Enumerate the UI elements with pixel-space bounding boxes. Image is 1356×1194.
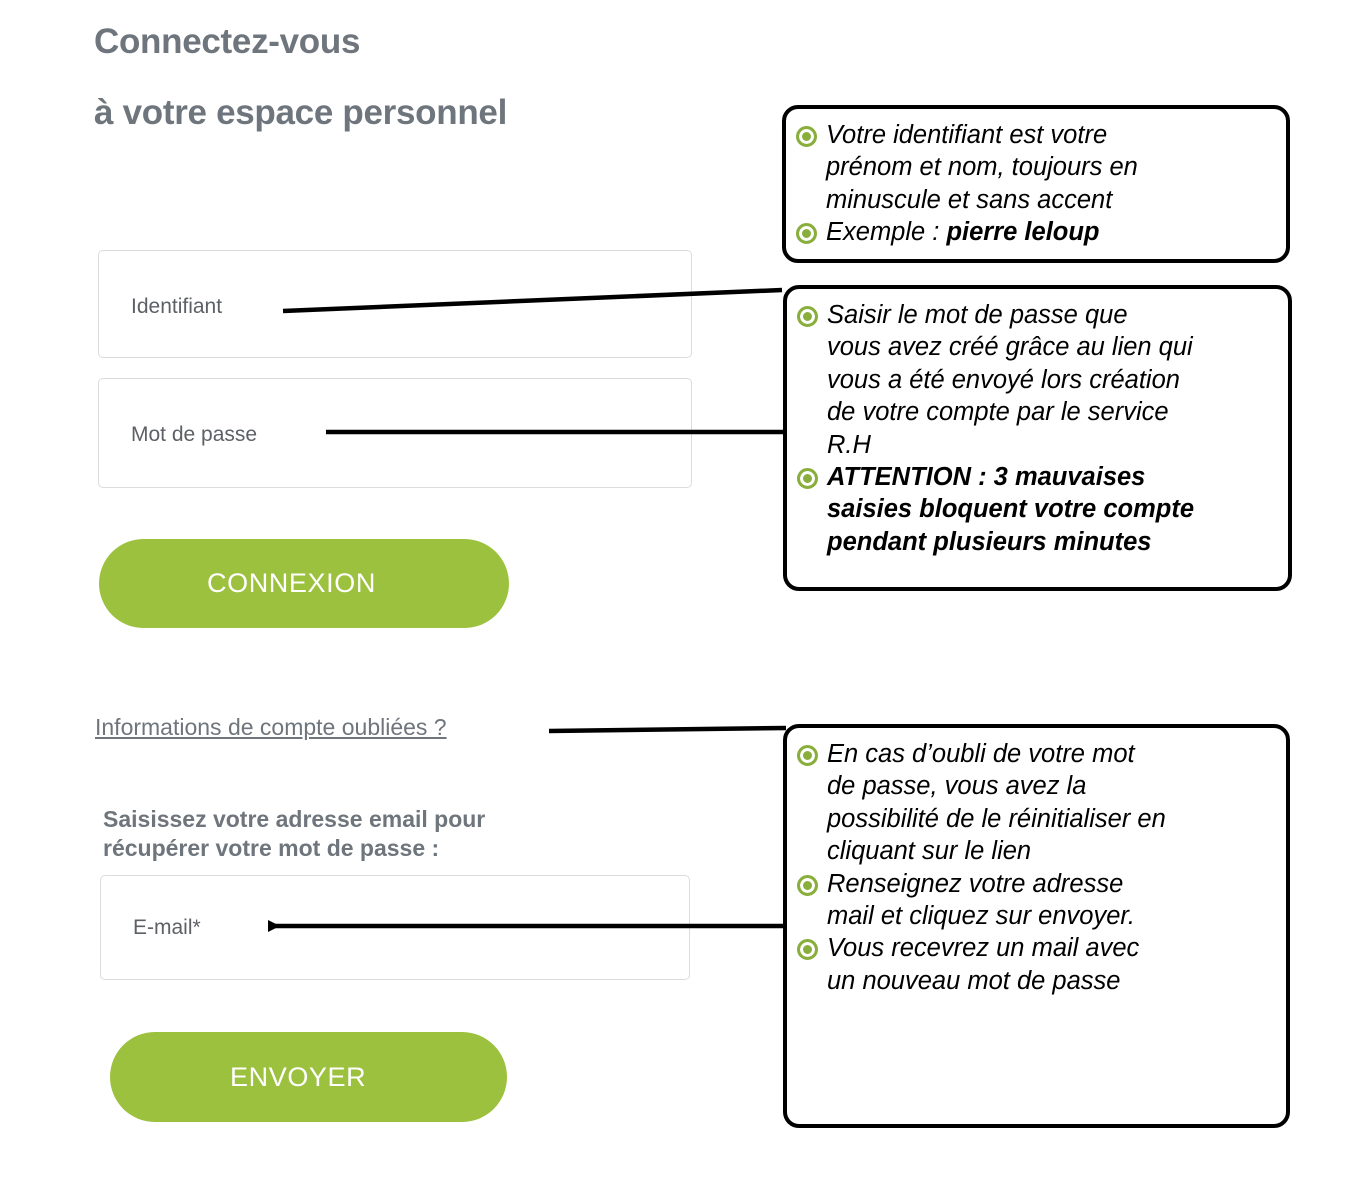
callout-line: un nouveau mot de passe	[797, 965, 1278, 997]
bullet-icon	[797, 306, 818, 327]
callout-text: En cas d’oubli de votre mot	[827, 740, 1135, 768]
callout-text: possibilité de le réinitialiser en	[827, 804, 1166, 833]
email-label: E-mail*	[133, 916, 201, 939]
callout-text: Votre identifiant est votre	[826, 121, 1108, 149]
callout-line: Votre identifiant est votre	[796, 119, 1278, 151]
leader-line-forgot	[548, 725, 787, 734]
callout-line: Vous recevrez un mail avec	[797, 932, 1278, 964]
callout-line: Renseignez votre adresse	[797, 868, 1278, 900]
callout-text: R.H	[827, 430, 871, 459]
callout-text: un nouveau mot de passe	[827, 966, 1121, 995]
connexion-button[interactable]: CONNEXION	[99, 539, 509, 628]
callout-line: possibilité de le réinitialiser en	[797, 803, 1278, 835]
callout-text: saisies bloquent votre compte	[827, 495, 1195, 524]
callout-line: En cas d’oubli de votre mot	[797, 738, 1278, 770]
page-title-line-2: à votre espace personnel	[94, 93, 507, 132]
callout-text: pendant plusieurs minutes	[827, 527, 1152, 556]
callout-text: cliquant sur le lien	[827, 837, 1032, 866]
password-callout: Saisir le mot de passe que vous avez créé…	[783, 285, 1292, 591]
callout-line: cliquant sur le lien	[797, 835, 1278, 867]
callout-line: R.H	[797, 429, 1280, 461]
callout-text: vous a été envoyé lors création	[827, 365, 1180, 394]
callout-line: Saisir le mot de passe que	[797, 299, 1280, 331]
bullet-icon	[797, 939, 818, 961]
identifiant-callout: Votre identifiant est votre prénom et nom…	[782, 105, 1290, 263]
callout-line: mail et cliquez sur envoyer.	[797, 900, 1278, 932]
callout-text: Saisir le mot de passe que	[827, 301, 1128, 329]
identifiant-label: Identifiant	[131, 295, 223, 318]
callout-text: Exemple : pierre leloup	[826, 218, 1100, 247]
callout-line: de passe, vous avez la	[797, 770, 1278, 802]
callout-text: de passe, vous avez la	[827, 772, 1087, 801]
recover-prompt-line-1: Saisissez votre adresse email pour	[103, 806, 486, 832]
callout-text: vous avez créé grâce au lien qui	[827, 333, 1193, 362]
bullet-icon	[797, 745, 818, 766]
callout-line: vous a été envoyé lors création	[797, 364, 1280, 396]
callout-line: ATTENTION : 3 mauvaises	[797, 461, 1280, 493]
callout-text: de votre compte par le service	[827, 398, 1169, 427]
forgot-account-info-link[interactable]: Informations de compte oubliées ?	[95, 714, 447, 740]
recover-callout: En cas d’oubli de votre mot de passe, vou…	[783, 724, 1290, 1128]
callout-text: mail et cliquez sur envoyer.	[827, 901, 1136, 930]
recover-password-prompt: Saisissez votre adresse email pour récup…	[103, 805, 663, 864]
callout-text-emphasis: pierre leloup	[946, 218, 1100, 247]
callout-text: Renseignez votre adresse	[827, 869, 1124, 898]
callout-text: Vous recevrez un mail avec	[827, 934, 1140, 963]
callout-line: pendant plusieurs minutes	[797, 526, 1280, 558]
callout-line: de votre compte par le service	[797, 396, 1280, 428]
callout-text: prénom et nom, toujours en	[826, 153, 1138, 182]
callout-line: vous avez créé grâce au lien qui	[797, 331, 1280, 363]
bullet-icon	[797, 874, 818, 896]
callout-line: minuscule et sans accent	[796, 184, 1278, 216]
recover-prompt-line-2: récupérer votre mot de passe :	[103, 835, 440, 862]
envoyer-button[interactable]: ENVOYER	[110, 1032, 507, 1122]
leader-line-identifiant	[282, 287, 783, 314]
page-title-line-1: Connectez-vous	[94, 22, 361, 61]
password-label: Mot de passe	[131, 423, 258, 446]
callout-text: minuscule et sans accent	[826, 185, 1113, 214]
callout-line: prénom et nom, toujours en	[796, 151, 1278, 183]
identifiant-input[interactable]: Identifiant	[98, 250, 692, 358]
callout-text: ATTENTION : 3 mauvaises	[827, 462, 1146, 491]
bullet-icon	[796, 223, 817, 245]
callout-line: Exemple : pierre leloup	[796, 216, 1278, 248]
callout-line: saisies bloquent votre compte	[797, 493, 1280, 525]
bullet-icon	[796, 126, 817, 147]
bullet-icon	[797, 467, 818, 489]
